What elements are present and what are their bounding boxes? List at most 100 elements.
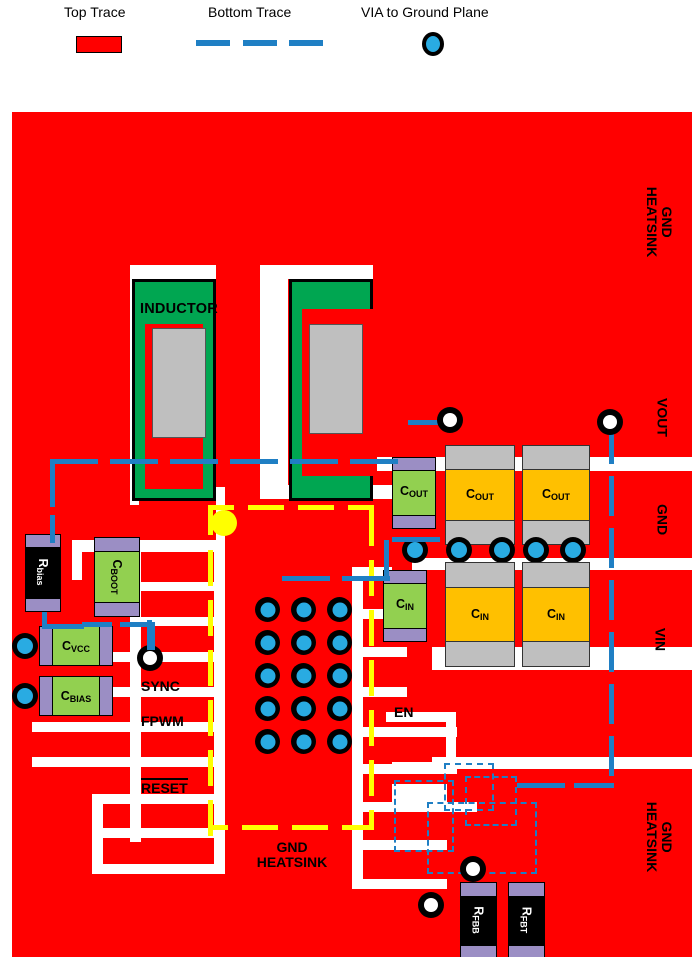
legend-label-top-trace: Top Trace — [64, 4, 126, 20]
fb-outline-right — [465, 776, 517, 826]
via-array-item — [291, 597, 316, 622]
component-c-in-small-label: CIN — [395, 597, 415, 612]
inductor-label: INDUCTOR — [140, 301, 218, 317]
center-gnd-line2: HEATSINK — [256, 854, 328, 870]
component-r-fbt-terminal-top — [508, 882, 545, 897]
legend-swatch-bottom-trace-dash-1 — [196, 40, 230, 46]
component-c-out-small-terminal-top — [392, 457, 436, 471]
edge-label-gnd-heatsink-bottom: GND HEATSINK — [644, 782, 675, 892]
bottom-trace-vout-v-7 — [609, 736, 614, 776]
keepout-pinfield-right-3 — [352, 647, 407, 657]
edge-top-gnd-line2: HEATSINK — [644, 186, 660, 258]
keepout-pinfield-left-3 — [141, 617, 225, 626]
keepout-pinfield-right-8 — [352, 840, 447, 850]
component-r-fbb-terminal-bottom — [460, 945, 497, 957]
via-c-vcc-ground — [12, 633, 38, 659]
ic-outline-dash-bottom-3 — [292, 825, 328, 830]
via-array-item — [291, 630, 316, 655]
bottom-trace-ind2-v — [384, 540, 389, 576]
via-array-item — [327, 630, 352, 655]
keepout-top-left — [130, 265, 216, 279]
bottom-trace-sw-seg-3 — [170, 459, 218, 464]
via-array-item — [255, 663, 280, 688]
component-r-bias-label: Rbias — [35, 558, 50, 586]
component-r-fbt-terminal-bottom — [508, 945, 545, 957]
via-cout-gnd-d — [523, 537, 549, 563]
component-c-bias-label: CBIAS — [60, 689, 92, 704]
legend-label-via: VIA to Ground Plane — [361, 4, 489, 20]
ic-outline-dash-right-7 — [369, 810, 374, 830]
keepout-edge-lower — [392, 762, 442, 772]
via-cout-gnd-b — [446, 537, 472, 563]
bottom-trace-vout-v-6 — [609, 684, 614, 724]
component-c-bias-terminal-right — [99, 676, 113, 716]
component-c-in-1-terminal-bottom — [445, 641, 515, 667]
bottom-trace-fb-h1 — [517, 783, 565, 788]
bottom-trace-sw-seg-5 — [290, 459, 338, 464]
bottom-trace-sw-seg-6 — [350, 459, 398, 464]
ic-outline-dash-bottom-1 — [208, 825, 228, 830]
component-c-in-1-label: CIN — [470, 607, 490, 622]
keepout-pinfield-left — [130, 552, 141, 842]
component-c-out-1-label: COUT — [465, 487, 495, 502]
ic-outline-dash-right-3 — [369, 610, 374, 646]
bottom-trace-vout-v-2 — [609, 476, 614, 516]
keepout-pinfield-left-7 — [32, 757, 225, 767]
center-gnd-heatsink-label: GND HEATSINK — [228, 840, 356, 870]
fb-outline-top — [444, 763, 494, 811]
ic-outline-dash-right-5 — [369, 710, 374, 746]
ic-outline-dash-left-2 — [208, 550, 213, 586]
bottom-trace-boot-h2 — [120, 622, 152, 627]
legend: Top Trace Bottom Trace VIA to Ground Pla… — [0, 0, 692, 112]
component-c-in-2-terminal-bottom — [522, 641, 590, 667]
component-c-in-small-terminal-bottom — [383, 628, 427, 642]
ic-pin1-marker — [211, 510, 237, 536]
edge-label-gnd-heatsink-top: GND HEATSINK — [644, 167, 675, 277]
ic-outline-dash-bottom-2 — [242, 825, 278, 830]
via-vout-sense — [597, 409, 623, 435]
component-r-bias-terminal-top — [25, 534, 61, 548]
keepout-pinfield-right-5 — [352, 727, 457, 737]
via-array-item — [255, 630, 280, 655]
bottom-trace-rbias-v-2 — [50, 515, 55, 543]
component-c-out-1-terminal-top — [445, 445, 515, 470]
pin-label-sync: SYNC — [141, 678, 180, 694]
edge-bottom-gnd-line2: HEATSINK — [644, 801, 660, 873]
component-c-bias-terminal-left — [39, 676, 53, 716]
component-r-fbb-terminal-top — [460, 882, 497, 897]
bottom-trace-sw-seg-2 — [110, 459, 158, 464]
ic-outline-dash-left-4 — [208, 650, 213, 686]
bottom-trace-cout-via — [408, 420, 444, 425]
component-c-in-1-terminal-top — [445, 562, 515, 588]
legend-swatch-bottom-trace-dash-3 — [289, 40, 323, 46]
keepout-en-right — [386, 712, 456, 722]
bottom-trace-rbias-v-1 — [50, 459, 55, 507]
via-array-item — [291, 663, 316, 688]
ic-outline-dash-left-3 — [208, 600, 213, 636]
inductor-body-left — [152, 328, 206, 438]
legend-swatch-via-inner — [426, 36, 440, 52]
keepout-pinfield-right-2 — [352, 609, 407, 619]
component-c-in-2-label: CIN — [546, 607, 566, 622]
keepout-pinfield-left-6 — [32, 722, 225, 732]
bottom-trace-ind2-h2 — [342, 576, 390, 581]
bottom-trace-ind2-h3 — [392, 537, 440, 542]
component-c-out-small-label: COUT — [399, 484, 429, 499]
via-fb-node-lower — [418, 892, 444, 918]
inductor-body-right — [309, 324, 363, 434]
keepout-pinfield-right-4 — [352, 687, 407, 697]
component-c-in-2-terminal-top — [522, 562, 590, 588]
legend-swatch-bottom-trace-dash-2 — [243, 40, 277, 46]
ic-outline-dash-left-6 — [208, 750, 213, 786]
pcb-board-copper-plane: INDUCTOR — [12, 112, 692, 957]
keepout-pinfield-left-5 — [77, 687, 225, 697]
keepout-pinfield-left-8 — [102, 794, 225, 804]
via-array-item — [255, 597, 280, 622]
keepout-pinfield-left-2 — [141, 582, 225, 591]
keepout-right-channel — [260, 265, 288, 497]
bottom-trace-vout-v-3 — [609, 528, 614, 568]
bottom-trace-vout-v-5 — [609, 632, 614, 672]
keepout-left-vert-2 — [72, 540, 82, 580]
keepout-pinfield-left-10 — [92, 794, 103, 874]
